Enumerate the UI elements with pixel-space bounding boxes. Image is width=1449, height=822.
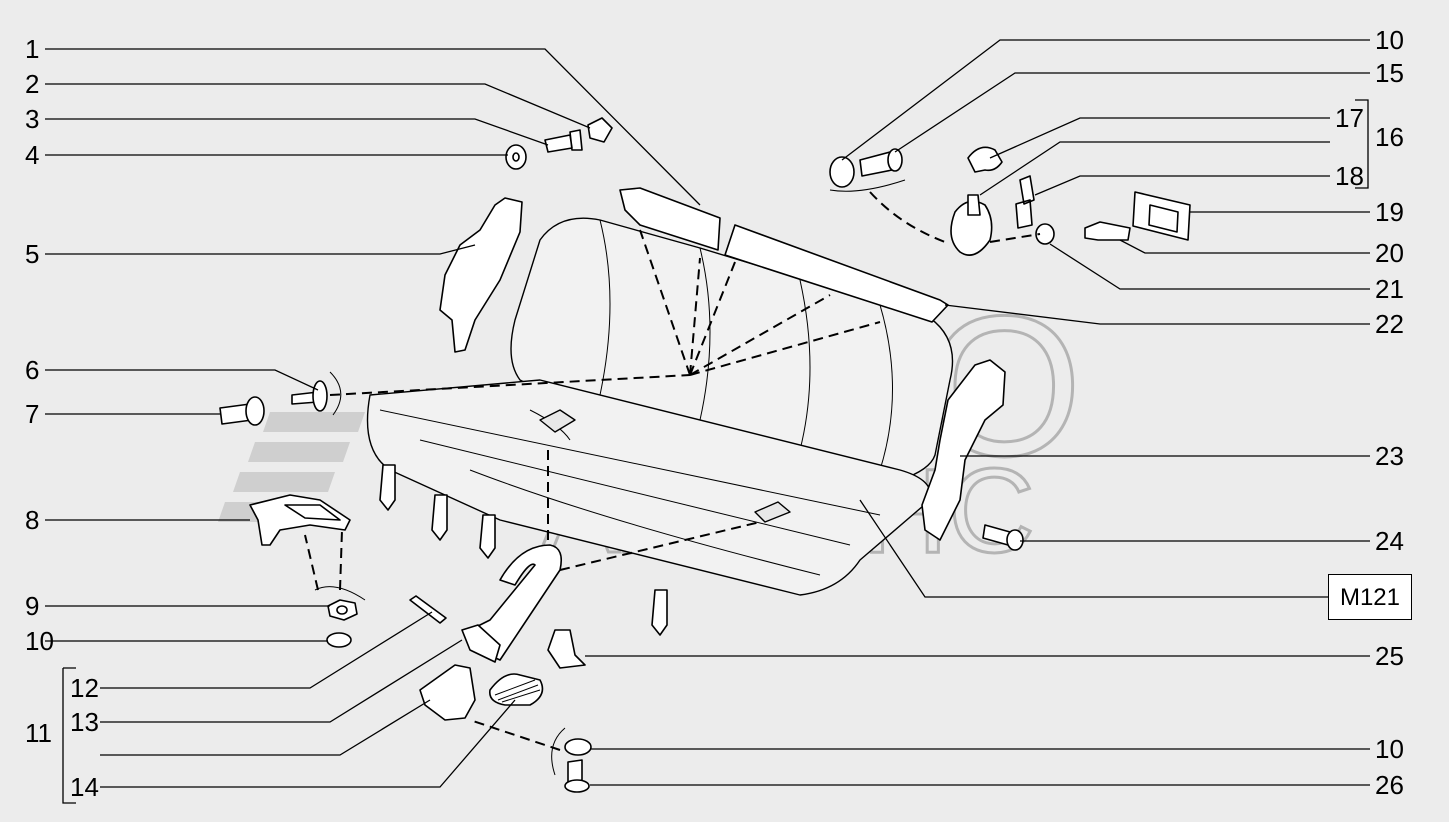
- part-20-bolt: [1084, 221, 1131, 241]
- callout-7: 7: [25, 399, 40, 429]
- part-10-washer-lower: [564, 738, 592, 756]
- part-15-screw: [859, 151, 893, 177]
- part-25-clip: [547, 629, 586, 669]
- part-5-side-trim: [439, 197, 523, 353]
- leader-lines: [45, 39, 1370, 804]
- callout-23: 23: [1375, 441, 1404, 471]
- callout-16: 16: [1375, 122, 1404, 152]
- callout-25: 25: [1375, 641, 1404, 671]
- rear-seat: [366, 217, 954, 636]
- callout-19: 19: [1375, 197, 1404, 227]
- part-14-bracket: [419, 664, 476, 721]
- callout-4: 4: [25, 140, 40, 170]
- callout-5: 5: [25, 239, 40, 269]
- callout-20: 20: [1375, 238, 1404, 268]
- part-10-washer-left: [326, 632, 352, 648]
- callout-22: 22: [1375, 309, 1404, 339]
- part-8-lock: [249, 494, 351, 546]
- part-spring: [488, 673, 544, 706]
- callout-13: 13: [70, 707, 99, 737]
- callout-12: 12: [70, 673, 99, 703]
- callout-10-lower: 10: [1375, 734, 1404, 764]
- callout-10-left: 10: [25, 626, 54, 656]
- callout-14: 14: [70, 772, 99, 802]
- callout-26: 26: [1375, 770, 1404, 800]
- callout-15: 15: [1375, 58, 1404, 88]
- callout-17: 17: [1335, 103, 1364, 133]
- part-22-trim-strip: [724, 224, 949, 323]
- callout-1: 1: [25, 34, 40, 64]
- callout-6: 6: [25, 355, 40, 385]
- part-18-pin: [1015, 175, 1035, 229]
- callout-2: 2: [25, 69, 40, 99]
- part-17-knob: [967, 146, 1003, 173]
- callout-3: 3: [25, 104, 40, 134]
- part-12-pin: [409, 595, 447, 624]
- callout-18: 18: [1335, 161, 1364, 191]
- part-1-trim-strip: [619, 187, 721, 251]
- part-2-clip: [587, 117, 613, 143]
- part-3-screw: [544, 129, 583, 153]
- diagram-code-box: M121: [1328, 574, 1412, 620]
- part-13-strap: [469, 544, 563, 661]
- part-21-bushing: [1035, 223, 1055, 245]
- callout-11: 11: [25, 718, 52, 748]
- callout-9: 9: [25, 591, 40, 621]
- callout-24: 24: [1375, 526, 1404, 556]
- part-26-bolt: [567, 759, 583, 783]
- callout-21: 21: [1375, 274, 1404, 304]
- callout-8: 8: [25, 505, 40, 535]
- part-10-washer-upper: [829, 156, 855, 188]
- callout-10-upper: 10: [1375, 25, 1404, 55]
- part-23-side-trim: [921, 359, 1006, 541]
- assembly-arrows: [304, 179, 1041, 776]
